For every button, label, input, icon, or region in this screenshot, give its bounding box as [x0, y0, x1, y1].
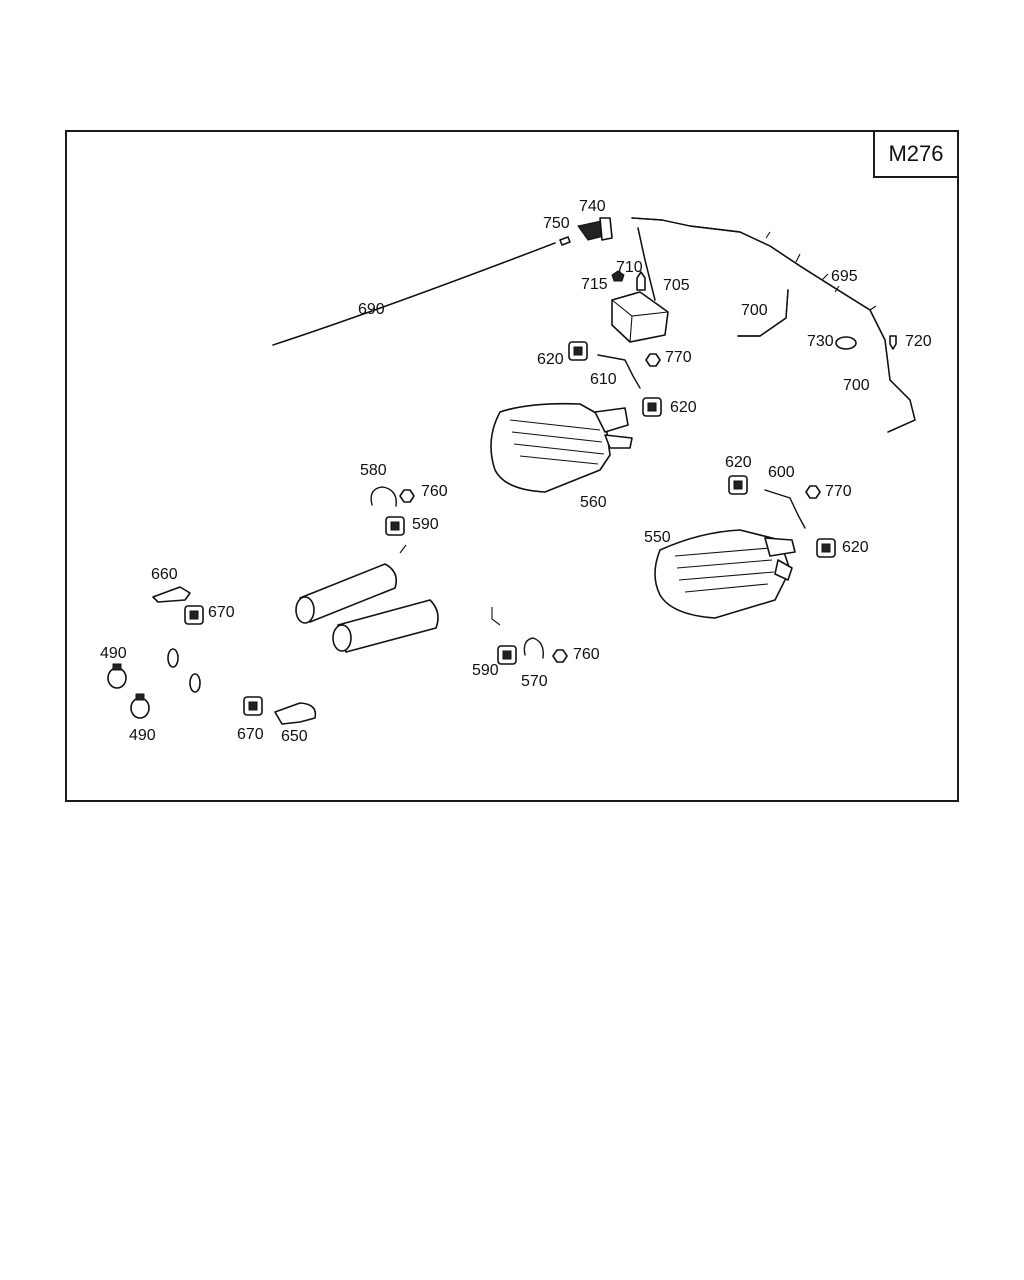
label-690: 690	[358, 301, 385, 318]
label-700a: 700	[741, 302, 768, 319]
label-740: 740	[579, 198, 606, 215]
rear-muffler-560	[490, 402, 633, 493]
label-610: 610	[590, 371, 617, 388]
bracket-610	[597, 354, 641, 389]
label-700b: 700	[843, 377, 870, 394]
rubber-mount-620c	[728, 475, 748, 495]
label-770b: 770	[825, 483, 852, 500]
hanger-studs	[399, 544, 501, 626]
label-760a: 760	[421, 483, 448, 500]
label-490b: 490	[129, 727, 156, 744]
vacuum-reservoir-705	[611, 291, 669, 343]
rubber-mount-590b	[497, 645, 517, 665]
part-labels: 490 490 550 560 570 580 590 590 600 610 …	[100, 198, 932, 745]
label-715: 715	[581, 276, 608, 293]
label-620d: 620	[842, 539, 869, 556]
rubber-mount-620d	[816, 538, 836, 558]
label-560: 560	[580, 494, 607, 511]
label-620c: 620	[725, 454, 752, 471]
label-730: 730	[807, 333, 834, 350]
label-660: 660	[151, 566, 178, 583]
rubber-mount-670b	[243, 696, 263, 716]
line-clips	[765, 231, 877, 311]
label-570: 570	[521, 673, 548, 690]
label-550: 550	[644, 529, 671, 546]
label-650: 650	[281, 728, 308, 745]
label-590b: 590	[472, 662, 499, 679]
valve-740	[577, 217, 613, 241]
center-muffler-upper	[295, 563, 398, 624]
nut-760b	[552, 649, 568, 663]
line-690	[272, 242, 556, 346]
rubber-mount-620a	[568, 341, 588, 361]
clamp-490a	[107, 663, 127, 689]
pipe-tip-upper	[167, 648, 179, 668]
label-760b: 760	[573, 646, 600, 663]
label-770a: 770	[665, 349, 692, 366]
label-600: 600	[768, 464, 795, 481]
bolt-720	[889, 335, 897, 350]
label-750: 750	[543, 215, 570, 232]
nut-715	[611, 270, 625, 282]
label-710: 710	[616, 259, 643, 276]
clamp-570	[523, 637, 544, 659]
heat-shield-650	[274, 702, 317, 725]
bracket-600	[764, 489, 806, 529]
label-695: 695	[831, 268, 858, 285]
label-720: 720	[905, 333, 932, 350]
plug-730	[835, 336, 857, 350]
nut-760a	[399, 489, 415, 503]
label-705: 705	[663, 277, 690, 294]
rear-muffler-550	[654, 529, 796, 619]
exhaust-pipes	[169, 484, 666, 688]
nut-770a	[645, 353, 661, 367]
bolt-710	[636, 271, 646, 291]
connector-750	[559, 236, 571, 246]
engine-code-label: M276	[888, 141, 944, 166]
label-620a: 620	[537, 351, 564, 368]
bracket-660	[152, 586, 191, 603]
label-670b: 670	[237, 726, 264, 743]
pipe-tip-lower	[189, 673, 201, 693]
clamp-490b	[130, 693, 150, 719]
engine-code-box: M276	[873, 130, 959, 178]
rubber-mount-590a	[385, 516, 405, 536]
label-590a: 590	[412, 516, 439, 533]
label-580: 580	[360, 462, 387, 479]
label-620b: 620	[670, 399, 697, 416]
rubber-mount-670a	[184, 605, 204, 625]
label-490a: 490	[100, 645, 127, 662]
center-muffler-lower	[332, 599, 439, 653]
nut-770b	[805, 485, 821, 499]
label-670a: 670	[208, 604, 235, 621]
rubber-mount-620b	[642, 397, 662, 417]
clamp-580	[370, 486, 397, 507]
